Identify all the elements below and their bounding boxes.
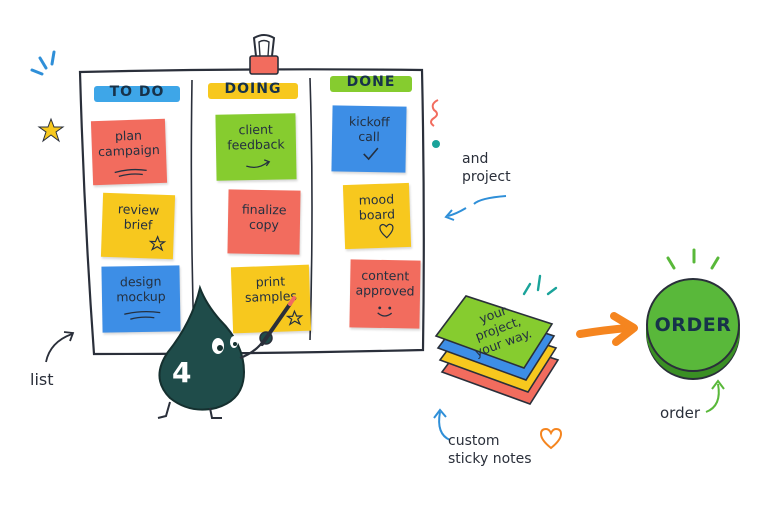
annotation-and-project: and project: [462, 151, 511, 185]
sticky-note[interactable]: review brief: [100, 192, 176, 260]
curved-arrow-icon: [45, 331, 75, 363]
droplet-mascot: [157, 284, 296, 419]
curved-arrow-icon: [433, 408, 451, 441]
order-button-rays-icon: [666, 248, 720, 270]
heart-doodle-icon: [379, 223, 394, 239]
underline-scribble: [114, 168, 147, 177]
smiley-doodle-icon: [377, 306, 393, 317]
underline-scribble: [124, 310, 161, 320]
star-doodle-icon: [148, 235, 167, 252]
sticky-note[interactable]: client feedback: [215, 113, 297, 181]
annotation-list: list: [30, 370, 54, 389]
sticky-note[interactable]: design mockup: [101, 265, 181, 333]
sticky-note[interactable]: plan campaign: [90, 118, 168, 186]
kanban-board: TO DO DOING DONE plan campaign review br…: [76, 34, 428, 356]
sticky-note[interactable]: kickoff call: [331, 105, 407, 173]
note-text: finalize copy: [241, 201, 287, 233]
sticky-note[interactable]: print samples: [230, 264, 312, 334]
column-label-highlight-todo: [94, 86, 180, 102]
sticky-note[interactable]: finalize copy: [227, 189, 301, 255]
order-button-label: ORDER: [654, 314, 732, 336]
column-label-highlight-done: [330, 76, 412, 92]
column-label-doing: DOING: [224, 81, 282, 97]
column-label-todo: TO DO: [109, 84, 165, 100]
heart-icon: [539, 427, 563, 450]
column-label-done: DONE: [346, 74, 396, 90]
column-label-highlight-doing: [208, 83, 298, 99]
sparkle-lines-icon: [30, 50, 56, 76]
sticky-note[interactable]: mood board: [342, 182, 412, 250]
star-doodle-icon: [285, 309, 304, 326]
binder-clip-icon: [249, 34, 279, 75]
curved-arrow-icon: [444, 195, 507, 221]
arrow-doodle-icon: [246, 159, 271, 168]
annotation-custom-sticky-notes: custom sticky notes: [448, 433, 532, 467]
mascot-number: 4: [172, 356, 192, 389]
swirl-doodle-icon: [430, 99, 440, 148]
curved-arrow-icon: [705, 379, 725, 413]
sticky-note[interactable]: content approved: [349, 259, 421, 329]
arrow-right-icon: [576, 312, 638, 346]
sticky-note-stack[interactable]: your project, your way.: [432, 286, 568, 420]
order-button[interactable]: ORDER: [646, 278, 740, 372]
checkmark-icon: [363, 147, 379, 161]
annotation-order: order: [660, 404, 700, 422]
sparkle-lines-icon: [522, 274, 558, 296]
stack-layers: [434, 295, 560, 405]
star-icon: [37, 117, 65, 143]
